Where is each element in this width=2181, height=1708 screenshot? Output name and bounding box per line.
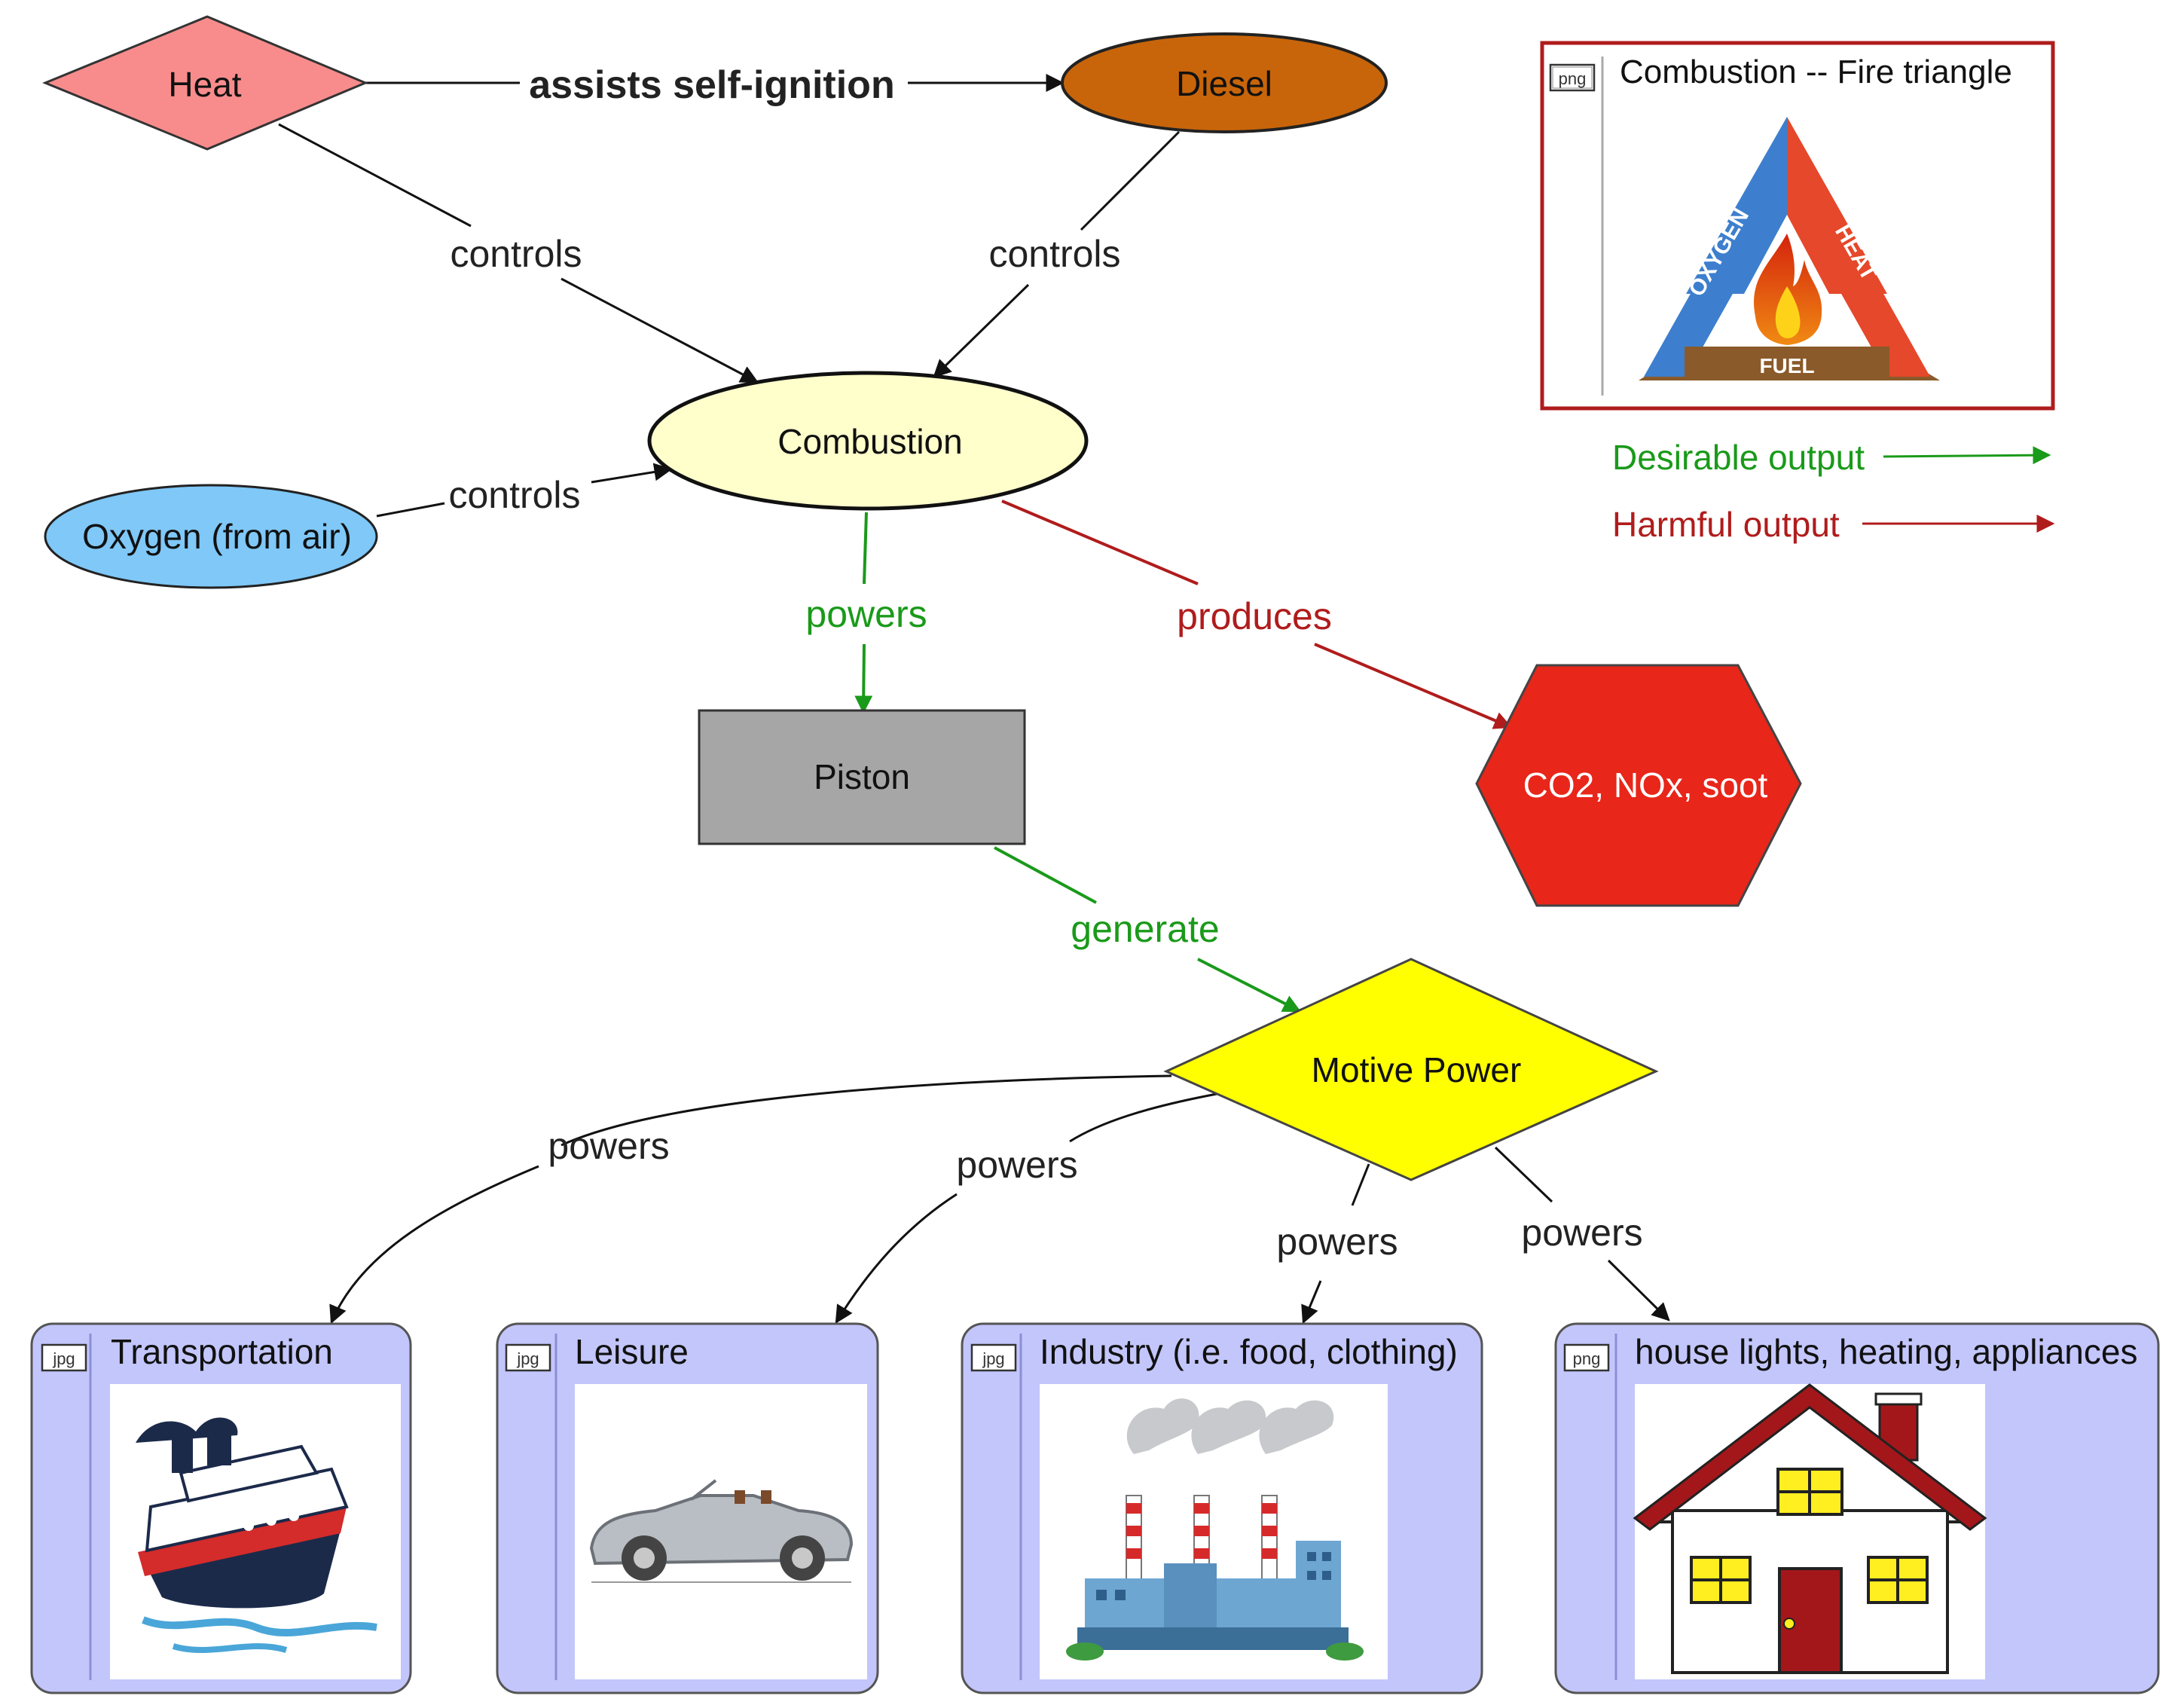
house-icon: [1633, 1383, 1987, 1674]
svg-text:jpg: jpg: [516, 1349, 539, 1368]
file-type-badge: png: [1549, 63, 1596, 92]
node-piston-label: Piston: [814, 757, 910, 796]
svg-text:jpg: jpg: [982, 1349, 1004, 1368]
edge-label-produces: produces: [1177, 595, 1332, 637]
svg-text:jpg: jpg: [52, 1349, 75, 1368]
card-house-title: house lights, heating, appliances: [1635, 1332, 2137, 1371]
card-transportation-title: Transportation: [111, 1332, 333, 1371]
fire-triangle-title: Combustion -- Fire triangle: [1620, 53, 2012, 90]
legend-desirable-label: Desirable output: [1612, 438, 1865, 477]
node-combustion-label: Combustion: [777, 422, 962, 461]
card-leisure[interactable]: jpg Leisure: [496, 1322, 879, 1694]
node-oxygen-label: Oxygen (from air): [82, 517, 352, 556]
card-transportation[interactable]: jpg Transportation: [30, 1322, 412, 1694]
card-industry[interactable]: jpg Industry (i.e. food, clothing): [961, 1322, 1483, 1694]
edge-label-generate: generate: [1071, 908, 1219, 950]
file-type-badge: jpg: [970, 1343, 1017, 1372]
node-combustion[interactable]: Combustion: [647, 371, 1089, 511]
edge-label-powers-transportation: powers: [548, 1125, 669, 1167]
edge-piston-motive: generate: [994, 846, 1302, 1013]
edge-motive-industry: powers: [1276, 1163, 1398, 1325]
ship-icon: [136, 1417, 377, 1653]
legend: Desirable output Harmful output: [1612, 438, 2055, 544]
edge-motive-house: powers: [1494, 1146, 1670, 1321]
card-industry-title: Industry (i.e. food, clothing): [1040, 1332, 1458, 1371]
node-motive-power-label: Motive Power: [1312, 1050, 1522, 1089]
edge-motive-leisure: powers: [835, 1092, 1217, 1325]
legend-desirable: Desirable output: [1612, 438, 2051, 477]
node-emissions[interactable]: CO2, NOx, soot: [1475, 664, 1802, 907]
edge-label-controls-diesel: controls: [988, 233, 1120, 275]
edge-label-controls-heat: controls: [450, 233, 582, 275]
file-type-badge: jpg: [505, 1343, 551, 1372]
node-piston[interactable]: Piston: [698, 709, 1026, 845]
triangle-label-fuel: FUEL: [1759, 354, 1814, 377]
edge-combustion-piston: powers: [805, 512, 927, 714]
card-leisure-title: Leisure: [575, 1332, 689, 1371]
edge-diesel-combustion: controls: [933, 130, 1181, 378]
edge-heat-diesel: assists self-ignition: [365, 63, 1065, 107]
edge-oxygen-combustion: controls: [376, 463, 673, 518]
factory-icon: [1066, 1398, 1364, 1661]
node-emissions-label: CO2, NOx, soot: [1523, 765, 1768, 805]
legend-harmful-label: Harmful output: [1612, 505, 1840, 544]
svg-text:png: png: [1559, 69, 1587, 88]
file-type-badge: jpg: [41, 1343, 87, 1372]
node-fire-triangle[interactable]: png Combustion -- Fire triangle OXYGEN H…: [1540, 41, 2055, 411]
edge-label-powers-piston: powers: [805, 593, 927, 635]
card-house[interactable]: png house lights, heating, appliances: [1554, 1322, 2160, 1694]
svg-text:png: png: [1573, 1349, 1601, 1368]
edge-label-controls-oxygen: controls: [448, 474, 580, 516]
file-type-badge: png: [1563, 1343, 1610, 1372]
node-oxygen[interactable]: Oxygen (from air): [44, 484, 378, 589]
edge-heat-combustion: controls: [278, 123, 759, 383]
edge-combustion-emissions: produces: [1001, 500, 1513, 729]
node-diesel[interactable]: Diesel: [1061, 32, 1388, 133]
node-diesel-label: Diesel: [1176, 64, 1272, 103]
car-icon: [589, 1479, 854, 1583]
edge-label-powers-house: powers: [1521, 1211, 1642, 1254]
edge-motive-transportation: powers: [329, 1074, 1172, 1325]
edge-label-powers-leisure: powers: [956, 1144, 1077, 1186]
edge-label-assists-self-ignition: assists self-ignition: [529, 63, 894, 107]
node-heat-label: Heat: [168, 65, 241, 104]
edge-label-powers-industry: powers: [1276, 1221, 1397, 1263]
node-heat[interactable]: Heat: [42, 15, 368, 151]
legend-harmful: Harmful output: [1612, 505, 2055, 544]
node-motive-power[interactable]: Motive Power: [1163, 958, 1659, 1181]
